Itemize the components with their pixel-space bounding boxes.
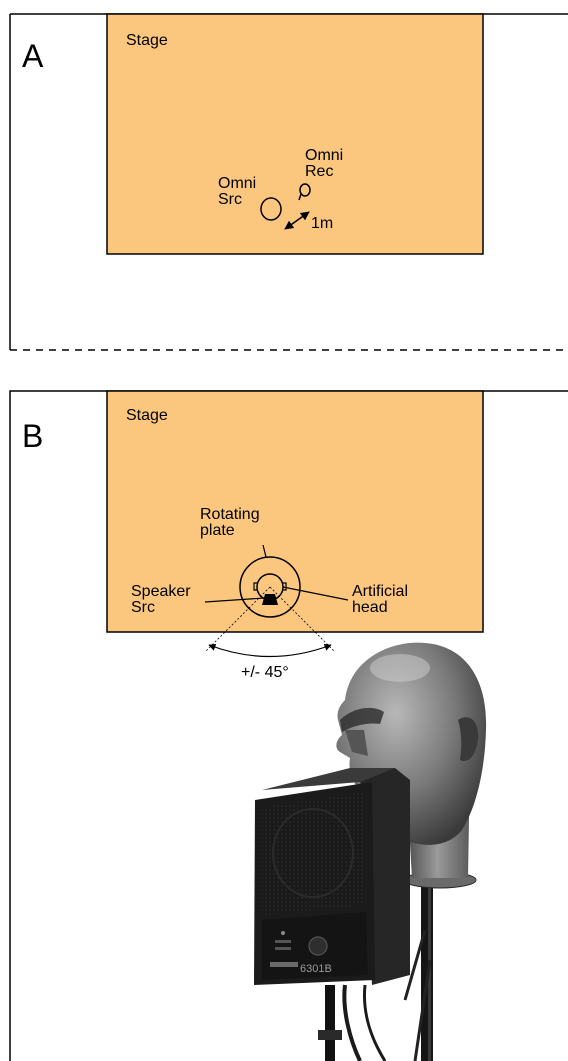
stage-a-label: Stage bbox=[126, 32, 168, 49]
omni-receiver-marker bbox=[298, 183, 311, 201]
head-ear-right bbox=[283, 582, 287, 591]
speaker-model-text: 6301B bbox=[300, 963, 332, 975]
speaker-leader-line bbox=[204, 597, 265, 603]
artificial-head-label-line2: head bbox=[352, 599, 388, 616]
speaker-stand-clamp bbox=[318, 1030, 342, 1040]
angle-arc-arrow bbox=[208, 643, 332, 658]
speaker-stand-pole bbox=[325, 985, 335, 1061]
speaker-power-led bbox=[281, 931, 285, 935]
stage-b-label: Stage bbox=[126, 407, 168, 424]
artificial-head-label-line1: Artificial bbox=[352, 583, 408, 600]
head-ear bbox=[458, 717, 479, 762]
head-leader-line bbox=[282, 586, 349, 601]
speaker-cabinet-top bbox=[262, 768, 395, 790]
omni-source-label-line1: Omni bbox=[218, 175, 256, 192]
plate-leader-line bbox=[262, 544, 267, 558]
head-ear-left bbox=[253, 582, 257, 591]
stage-a bbox=[106, 13, 484, 255]
speaker-woofer bbox=[272, 808, 354, 898]
stage-b bbox=[106, 390, 484, 633]
angle-ray-left bbox=[204, 586, 271, 653]
angle-label: +/- 45° bbox=[241, 664, 289, 681]
speaker-source-marker bbox=[262, 594, 278, 605]
distance-arrow bbox=[284, 211, 310, 230]
omni-source-marker bbox=[260, 197, 282, 221]
omni-receiver-label-line1: Omni bbox=[305, 147, 343, 164]
distance-label: 1m bbox=[311, 215, 333, 232]
rotating-plate bbox=[239, 556, 301, 618]
omni-receiver-label-line2: Rec bbox=[305, 163, 333, 180]
panel-a-letter: A bbox=[22, 38, 44, 74]
panel-a: A Stage Omni Src Omni Rec 1m bbox=[9, 13, 568, 351]
panel-b: B Stage Rotating plate Speaker Src Artif… bbox=[9, 390, 568, 1061]
angle-ray-right bbox=[269, 586, 336, 653]
setup-photo: 6301B bbox=[254, 642, 487, 1061]
speaker-label-line1: Speaker bbox=[131, 583, 191, 600]
panel-b-letter: B bbox=[22, 418, 43, 454]
rotating-plate-label-line1: Rotating bbox=[200, 506, 260, 523]
speaker-volume-knob bbox=[308, 936, 328, 956]
rotating-plate-label-line2: plate bbox=[200, 522, 235, 539]
speaker-label-line2: Src bbox=[131, 599, 155, 616]
omni-source-label-line2: Src bbox=[218, 191, 242, 208]
